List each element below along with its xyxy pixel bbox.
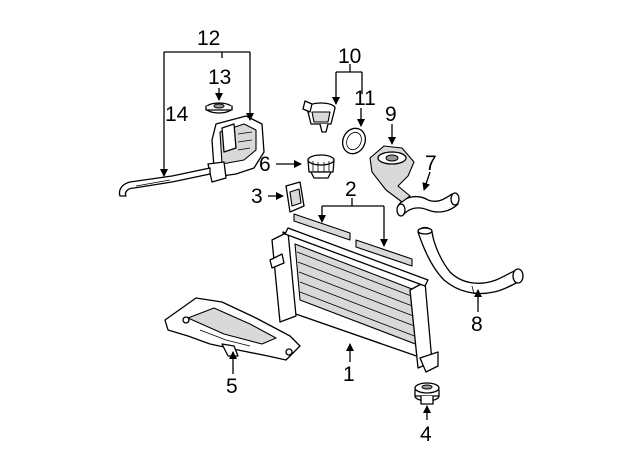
mount-part <box>414 382 440 405</box>
callout-3: 3 <box>251 185 263 208</box>
callout-labels: 1 2 3 4 5 6 7 8 9 10 11 12 13 14 <box>165 27 483 446</box>
callout-6: 6 <box>259 153 271 176</box>
radiator-part <box>269 227 439 373</box>
reservoir-tank-part <box>207 115 265 183</box>
leader-lines <box>160 51 482 420</box>
reservoir-cap-part <box>205 102 233 114</box>
callout-12: 12 <box>197 27 220 50</box>
callout-13: 13 <box>208 66 231 89</box>
callout-4: 4 <box>420 423 432 446</box>
gasket-ring-part <box>341 127 367 155</box>
upper-hose-part <box>396 192 460 217</box>
overflow-hose-part <box>118 167 211 197</box>
callout-14: 14 <box>165 103 189 126</box>
seal-strips-part <box>293 213 413 267</box>
lower-baffle-part <box>164 297 301 361</box>
callout-5: 5 <box>226 375 238 398</box>
callout-8: 8 <box>471 313 483 336</box>
radiator-cap-part <box>307 154 335 179</box>
clip-part <box>285 181 305 213</box>
callout-10: 10 <box>338 45 361 68</box>
thermostat-part <box>302 100 336 133</box>
callout-2: 2 <box>345 178 357 201</box>
water-outlet-part <box>369 145 415 203</box>
callout-11: 11 <box>354 87 376 110</box>
callout-1: 1 <box>343 363 355 386</box>
callout-7: 7 <box>425 152 437 175</box>
lower-hose-part <box>417 226 524 295</box>
callout-9: 9 <box>385 103 397 126</box>
